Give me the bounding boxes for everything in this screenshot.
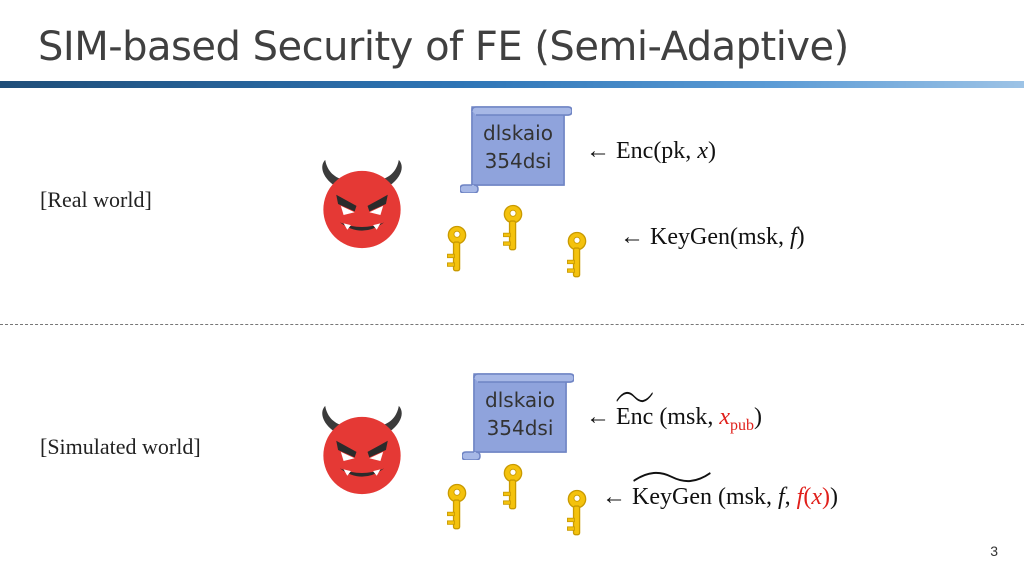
tilde-accent — [616, 390, 653, 404]
real-keygen-expression: ← KeyGen(msk, f) — [620, 224, 805, 251]
enc-close: ) — [707, 138, 716, 164]
left-arrow: ← — [586, 404, 610, 430]
sim-enc-function-wrap: Enc — [616, 404, 654, 431]
ciphertext-line-1: dlskaio — [483, 121, 553, 145]
sim-enc-sub-pub: pub — [729, 416, 754, 434]
key-icon — [444, 224, 470, 274]
sim-keygen-var-f-red: f — [796, 484, 804, 510]
keygen-var-f: f — [789, 224, 797, 250]
keygen-close: ) — [796, 224, 805, 250]
left-arrow: ← — [586, 138, 610, 164]
sim-keygen-var-x: x — [811, 484, 822, 510]
sim-keygen-args: (msk, — [711, 484, 778, 510]
page-number: 3 — [990, 543, 998, 559]
keygen-function: KeyGen(msk, — [650, 224, 790, 250]
key-icon — [500, 203, 526, 253]
real-world-label: [Real world] — [40, 187, 152, 212]
sim-enc-close: ) — [753, 404, 762, 430]
ciphertext-line-1: dlskaio — [485, 388, 555, 412]
key-icon — [564, 230, 590, 280]
left-arrow: ← — [620, 224, 644, 250]
key-icon — [444, 482, 470, 532]
sim-keygen-sep: , — [784, 484, 797, 510]
sim-enc-args: (msk, — [653, 404, 720, 430]
slide-title: SIM-based Security of FE (Semi-Adaptive) — [38, 24, 849, 70]
key-icon — [500, 462, 526, 512]
devil-icon — [316, 158, 408, 250]
ciphertext-text: dlskaio 354dsi — [472, 119, 564, 175]
real-enc-expression: ← Enc(pk, x) — [586, 138, 716, 165]
ciphertext-line-2: 354dsi — [486, 416, 554, 440]
simulated-world-label: [Simulated world] — [40, 434, 201, 459]
title-underline-bar — [0, 81, 1024, 88]
sim-enc-var-x: x — [719, 404, 730, 430]
world-divider — [0, 324, 1024, 325]
simulated-enc-expression: ← Enc (msk, xpub) — [586, 404, 762, 435]
tilde-accent — [632, 470, 712, 484]
sim-keygen-function: KeyGen — [632, 484, 712, 510]
simulated-keygen-expression: ← KeyGen (msk, f, f(x)) — [602, 484, 838, 511]
ciphertext-scroll: dlskaio 354dsi — [460, 103, 572, 193]
sim-enc-function: Enc — [616, 404, 654, 430]
simulated-ciphertext-text: dlskaio 354dsi — [474, 386, 566, 442]
left-arrow: ← — [602, 484, 626, 510]
sim-keygen-paren-open: ( — [803, 484, 812, 510]
sim-keygen-var-f: f — [777, 484, 785, 510]
sim-keygen-paren-close: ) — [821, 484, 830, 510]
simulated-ciphertext-scroll: dlskaio 354dsi — [462, 370, 574, 460]
enc-function: Enc(pk, — [616, 138, 698, 164]
sim-keygen-function-wrap: KeyGen — [632, 484, 712, 511]
enc-var-x: x — [697, 138, 708, 164]
key-icon — [564, 488, 590, 538]
sim-keygen-close: ) — [829, 484, 838, 510]
ciphertext-line-2: 354dsi — [484, 149, 552, 173]
devil-icon — [316, 404, 408, 496]
